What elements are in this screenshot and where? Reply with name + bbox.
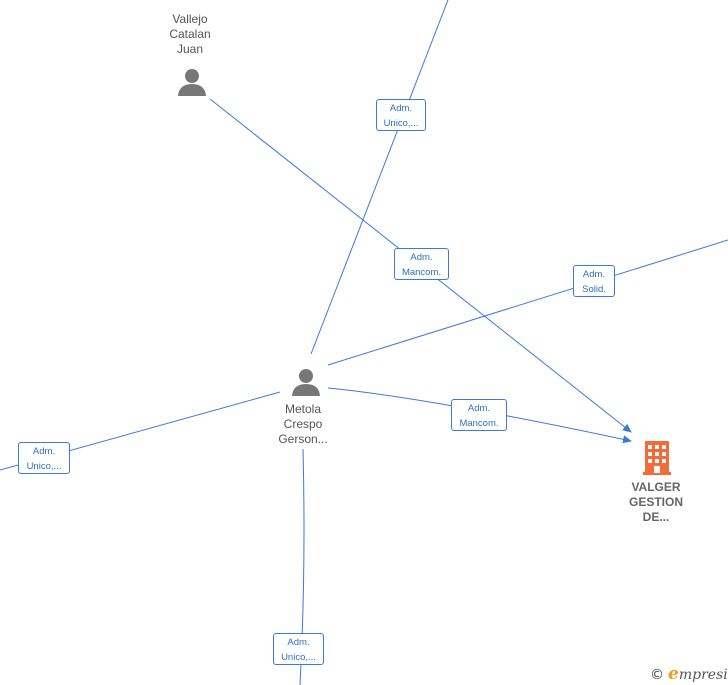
node-vallejo-line-2: Catalan xyxy=(169,27,211,41)
edge-label-role: Adm. xyxy=(287,637,310,648)
node-valger-line-2: GESTION xyxy=(628,495,683,509)
edge-label-role: Adm. xyxy=(582,269,606,280)
edge-label-role: Adm. xyxy=(467,403,491,414)
building-icon[interactable] xyxy=(643,441,671,475)
node-metola-line-2: Crespo xyxy=(283,417,323,431)
person-icon[interactable] xyxy=(291,367,321,397)
edge-label-role: Adm. xyxy=(32,446,56,457)
node-vallejo-line-1: Vallejo xyxy=(172,12,208,26)
node-vallejo-label[interactable]: Vallejo Catalan Juan xyxy=(150,12,230,57)
person-icon[interactable] xyxy=(177,67,207,97)
edge-label-role: Adm. xyxy=(389,103,413,114)
brand-name: mpresia xyxy=(678,667,728,683)
node-metola-label[interactable]: Metola Crespo Gerson... xyxy=(263,402,343,447)
copyright-symbol: © xyxy=(650,667,664,683)
node-vallejo-line-3: Juan xyxy=(176,42,204,56)
brand-initial: e xyxy=(668,664,679,684)
edge-label-vallejo[interactable]: Adm. Mancom. xyxy=(394,248,449,280)
edge-label-type: Unico,... xyxy=(26,461,62,472)
empresia-logo: ©empresia xyxy=(650,664,728,684)
node-metola-line-1: Metola xyxy=(284,402,322,416)
edge-label-role: Adm. xyxy=(410,252,433,263)
node-valger-line-1: VALGER xyxy=(631,480,681,494)
edge-label-bottom[interactable]: Adm. Unico,... xyxy=(273,633,324,665)
edge-label-type: Solid. xyxy=(582,284,606,295)
edge-label-type: Unico,... xyxy=(383,118,419,129)
node-valger-label[interactable]: VALGER GESTION DE... xyxy=(616,480,696,525)
edge-line-top xyxy=(310,0,449,355)
edge-line-right xyxy=(327,239,728,366)
edge-label-right[interactable]: Adm. Solid. xyxy=(573,265,615,297)
node-metola-line-3: Gerson... xyxy=(278,432,328,446)
edge-label-left[interactable]: Adm. Unico,... xyxy=(18,442,70,474)
node-valger-line-3: DE... xyxy=(642,510,670,524)
edge-label-top[interactable]: Adm. Unico,... xyxy=(376,99,426,131)
edge-label-type: Mancom. xyxy=(459,418,499,429)
edge-label-type: Unico,... xyxy=(281,652,316,663)
edge-label-metola-valger[interactable]: Adm. Mancom. xyxy=(451,399,507,431)
edge-label-type: Mancom. xyxy=(401,267,442,278)
